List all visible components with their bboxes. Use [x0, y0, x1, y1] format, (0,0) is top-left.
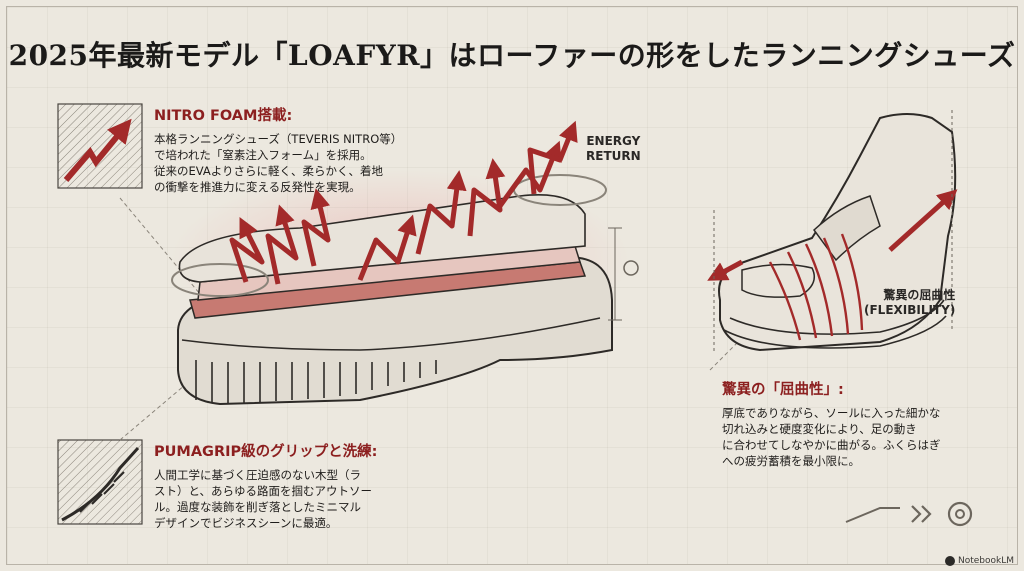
sole-illustration — [170, 170, 639, 406]
chevrons-icon — [911, 505, 932, 523]
page-title: 2025年最新モデル「LOAFYR」はローファーの形をしたランニングシューズ — [8, 39, 1016, 72]
flow-arrow-icon — [845, 507, 900, 523]
nitro-inset-icon — [57, 103, 143, 189]
flex-line: に合わせてしなやかに曲がる。ふくらはぎ — [722, 438, 941, 452]
gear-icon — [623, 260, 639, 276]
grip-heading: PUMAGRIP級のグリップと洗練: — [154, 444, 378, 460]
grip-inset-icon — [57, 439, 143, 525]
flex-line: 厚底でありながら、ソールに入った細かな — [722, 406, 941, 420]
notebooklm-icon — [944, 556, 955, 566]
flex-line: への疲労蓄積を最小限に。 — [722, 454, 860, 468]
flex-line: 切れ込みと硬度変化により、足の動き — [722, 422, 917, 436]
grip-line: デザインでビジネスシーンに最適。 — [154, 516, 338, 530]
grip-line: スト）と、あらゆる路面を掴むアウトソー — [154, 484, 373, 498]
bottom-icons — [845, 501, 973, 527]
grip-block: PUMAGRIP級のグリップと洗練: 人間工学に基づく圧迫感のない木型（ラ スト… — [154, 440, 377, 531]
flexibility-block: 驚異の「屈曲性」: 厚底でありながら、ソールに入った細かな 切れ込みと硬度変化に… — [722, 378, 941, 469]
nitro-foam-block: NITRO FOAM搭載: 本格ランニングシューズ（TEVERIS NITRO等… — [154, 104, 402, 195]
nitro-line: の衝撃を推進力に変える反発性を実現。 — [154, 180, 361, 194]
gear-icon — [947, 501, 973, 527]
brand-watermark: NotebookLM — [944, 556, 1014, 566]
nitro-line: で培われた「窒素注入フォーム」を採用。 — [154, 148, 372, 162]
grip-line: ル。過度な装飾を削ぎ落としたミニマル — [154, 500, 361, 514]
nitro-heading: NITRO FOAM搭載: — [154, 108, 293, 124]
grip-line: 人間工学に基づく圧迫感のない木型（ラ — [154, 468, 361, 482]
nitro-line: 本格ランニングシューズ（TEVERIS NITRO等） — [154, 132, 403, 146]
energy-return-label: ENERGY RETURN — [586, 134, 641, 163]
brand-label: NotebookLM — [957, 556, 1014, 566]
flexibility-label: 驚異の屈曲性 (FLEXIBILITY) — [864, 288, 956, 317]
nitro-line: 従来のEVAよりさらに軽く、柔らかく、着地 — [154, 164, 384, 178]
flex-heading: 驚異の「屈曲性」: — [722, 382, 844, 398]
energy-arrows — [229, 120, 578, 285]
loafer-illustration — [707, 110, 958, 352]
